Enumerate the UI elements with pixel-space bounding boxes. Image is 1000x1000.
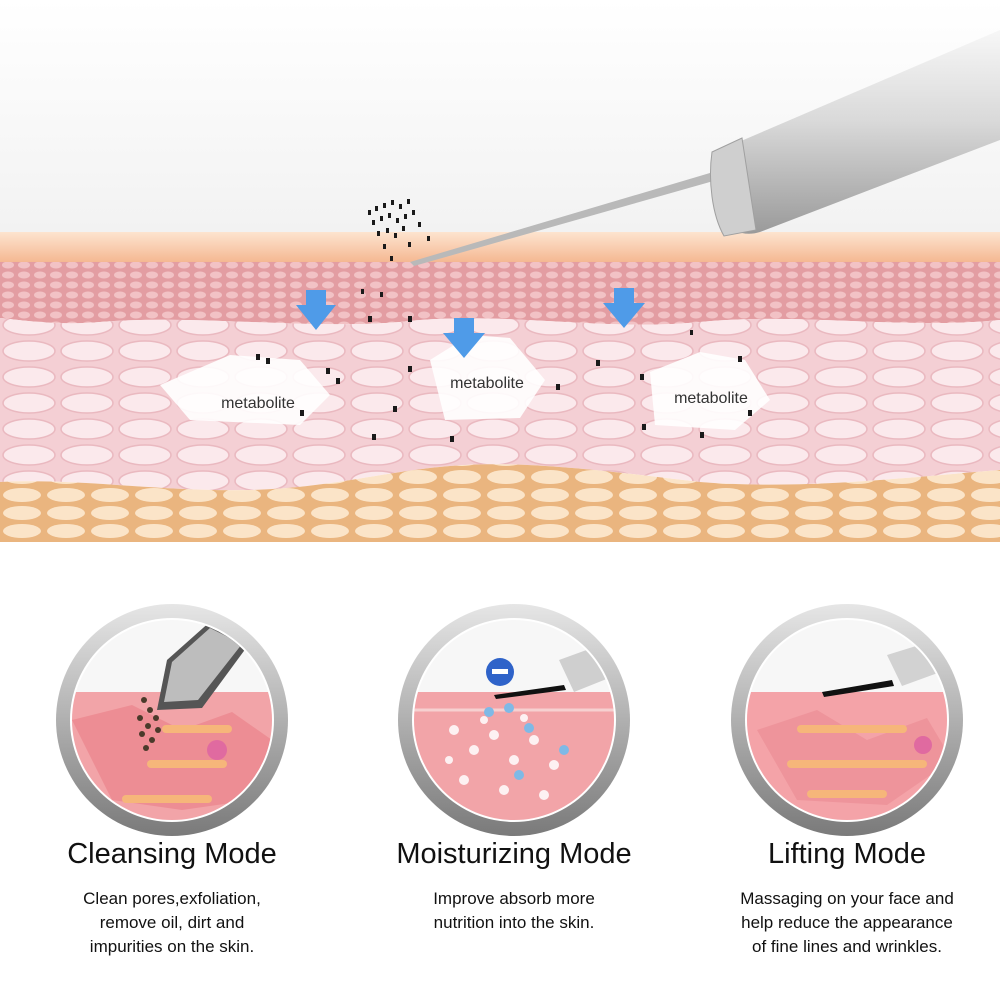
ultrasonic-device [410, 30, 1000, 266]
mode-description: Improve absorb more nutrition into the s… [433, 889, 595, 932]
mode-description: Clean pores,exfoliation, remove oil, dir… [83, 889, 261, 956]
cleansing-mode-illustration [56, 604, 288, 836]
lifting-mode-card: Lifting Mode Massaging on your face and … [687, 600, 1000, 980]
metabolite-label: metabolite [450, 375, 524, 392]
minus-ion-icon [486, 658, 514, 686]
metabolite-label: metabolite [221, 395, 295, 412]
fat-layer [0, 464, 1000, 542]
mode-title: Cleansing Mode [67, 838, 277, 870]
mode-title: Lifting Mode [768, 838, 926, 870]
epidermis-layer [0, 262, 1000, 325]
cleansing-mode-card: Cleansing Mode Clean pores,exfoliation, … [12, 600, 332, 980]
arrow-down-icon [603, 288, 645, 328]
arrow-down-icon [296, 290, 336, 330]
dirt-particles [256, 199, 752, 442]
arrow-down-icon [443, 318, 485, 358]
mode-title: Moisturizing Mode [396, 838, 632, 870]
skin-cross-section-illustration: metabolite metabolite metabolite [0, 0, 1000, 542]
moisturizing-mode-card: Moisturizing Mode Improve absorb more nu… [354, 600, 674, 980]
moisturizing-mode-illustration [398, 604, 630, 836]
metabolite-label: metabolite [674, 390, 748, 407]
lifting-mode-illustration [731, 604, 963, 836]
mode-description: Massaging on your face and help reduce t… [740, 889, 954, 956]
